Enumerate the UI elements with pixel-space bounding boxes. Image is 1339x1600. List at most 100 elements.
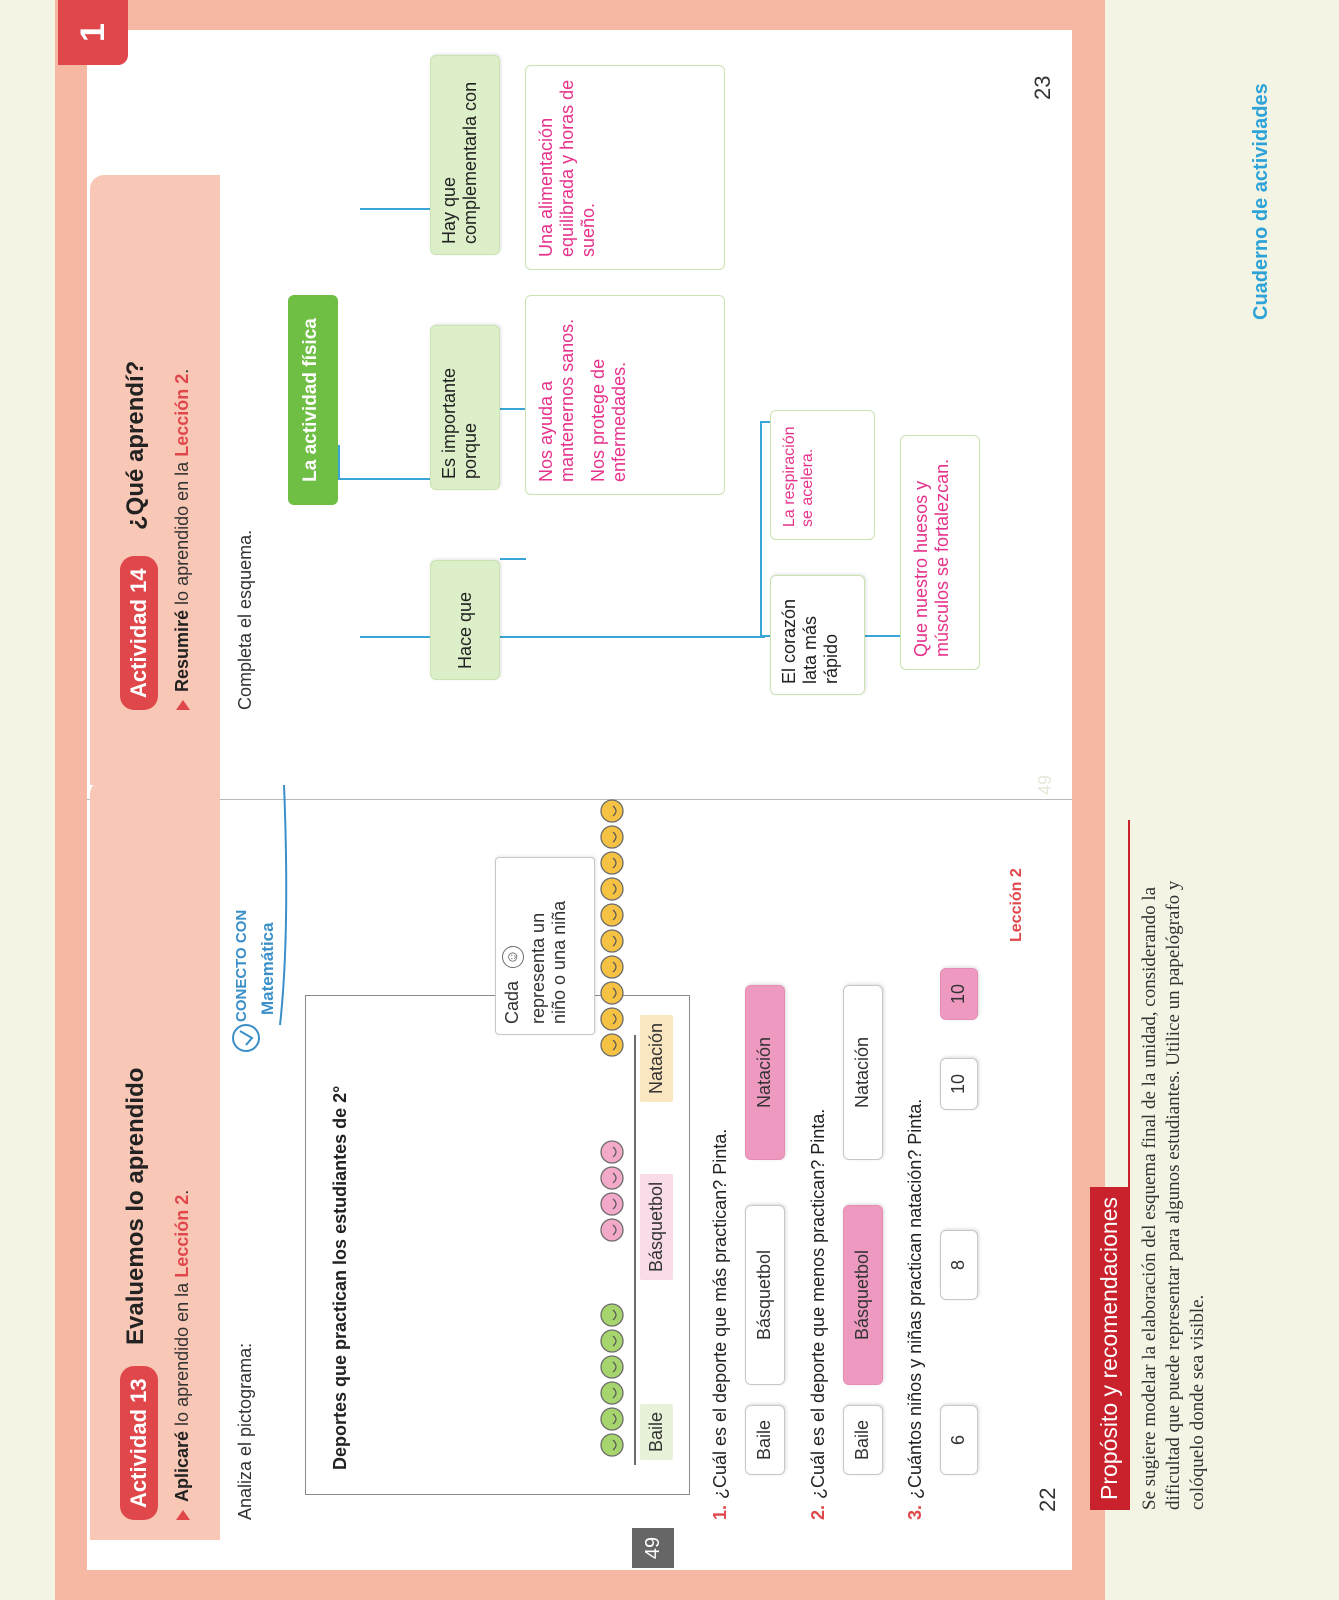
answer-respiracion: La respiración se acelera.: [770, 410, 875, 540]
smile-mark: [612, 1413, 617, 1425]
answer-importante: Nos ayuda a mantenernos sanos. Nos prote…: [525, 295, 725, 495]
pictogram-face-baile: [600, 1433, 624, 1457]
activity-title-right: ¿Qué aprendí?: [122, 360, 149, 530]
pictogram-face-baile: [600, 1381, 624, 1405]
connector: [338, 445, 340, 480]
pictogram-face-básquetbol: [600, 1192, 624, 1216]
answer-option-2-2[interactable]: Básquetbol: [843, 1205, 883, 1385]
category-label-1: Baile: [640, 1403, 673, 1460]
smile-mark: [612, 1439, 617, 1451]
node-hace-que: Hace que: [430, 560, 500, 680]
proposito-rule: [1128, 820, 1130, 1510]
connector: [500, 408, 526, 410]
question-3: 3. ¿Cuántos niños y niñas practican natac…: [905, 1099, 926, 1520]
question-text: ¿Cuántos niños y niñas practican natació…: [905, 1098, 925, 1499]
proposito-text: Se sugiere modelar la elaboración del es…: [1139, 880, 1208, 1510]
triangle-icon: [176, 700, 191, 710]
question-2: 2. ¿Cuál es el deporte que menos practica…: [808, 1109, 829, 1520]
question-text: ¿Cuál es el deporte que menos practican?…: [808, 1108, 828, 1499]
lesson-footer: Lección 2: [1008, 868, 1025, 942]
page-number-right: 23: [1030, 75, 1055, 100]
answer-option-3-3[interactable]: 10: [940, 1058, 978, 1110]
pictogram-face-natación: [600, 877, 624, 901]
answer-option-3-1[interactable]: 6: [940, 1405, 978, 1475]
pictogram-face-baile: [600, 1407, 624, 1431]
smile-mark: [612, 1361, 617, 1373]
answer-option-1-2[interactable]: Básquetbol: [745, 1205, 785, 1385]
smile-mark: [612, 1172, 617, 1184]
answer-option-1-1[interactable]: Baile: [745, 1405, 785, 1475]
smile-mark: [612, 909, 617, 921]
concept-root: La actividad física: [288, 295, 338, 505]
pictogram-face-natación: [600, 903, 624, 927]
answer-option-3-2[interactable]: 8: [940, 1230, 978, 1300]
conecto-swoosh: [232, 784, 288, 1052]
subtitle-period: .: [172, 368, 192, 374]
smile-mark: [612, 805, 617, 817]
question-1: 1. ¿Cuál es el deporte que más practican?…: [710, 1129, 731, 1520]
question-number: 2.: [808, 1504, 828, 1520]
smile-mark: [612, 1146, 617, 1158]
pictogram-face-natación: [600, 1007, 624, 1031]
pictogram-face-natación: [600, 799, 624, 823]
pictogram-faces: [600, 799, 624, 1457]
smile-mark: [612, 883, 617, 895]
answer-importante-1: Nos ayuda a mantenernos sanos.: [536, 318, 577, 482]
answer-huesos: Que nuestro huesos y músculos se fortale…: [900, 435, 980, 670]
smile-mark: [612, 1039, 617, 1051]
pictogram-face-básquetbol: [600, 1218, 624, 1242]
pictogram-face-natación: [600, 981, 624, 1005]
question-number: 1.: [710, 1504, 730, 1520]
smile-mark: [612, 1335, 617, 1347]
pictogram-face-natación: [600, 1033, 624, 1057]
pictogram-face-natación: [600, 955, 624, 979]
activity-subtitle-right: Resumiré lo aprendido en la Lección 2.: [172, 369, 193, 710]
node-es-importante: Es importante porque: [430, 325, 500, 490]
question-number: 3.: [905, 1504, 925, 1520]
pictogram-face-natación: [600, 929, 624, 953]
unit-tab: 1: [58, 0, 128, 65]
question-text: ¿Cuál es el deporte que más practican? P…: [710, 1128, 730, 1499]
cuaderno-link[interactable]: Cuaderno de actividades: [1250, 83, 1272, 320]
answer-option-2-3[interactable]: Natación: [843, 985, 883, 1160]
connector: [338, 478, 430, 480]
category-label-2: Básquetbol: [640, 1173, 673, 1280]
answer-importante-2: Nos protege de enfermedades.: [588, 358, 629, 482]
pictogram-face-natación: [600, 851, 624, 875]
instruction-right: Completa el esquema.: [235, 529, 255, 710]
answer-option-2-1[interactable]: Baile: [843, 1405, 883, 1475]
connector: [760, 422, 762, 638]
answer-option-1-3[interactable]: Natación: [745, 985, 785, 1160]
proposito-title: Propósito y recomendaciones: [1090, 1187, 1129, 1510]
pictogram-face-básquetbol: [600, 1140, 624, 1164]
answer-complementar: Una alimentación equilibrada y horas de …: [525, 65, 725, 270]
pictogram-face-baile: [600, 1355, 624, 1379]
connector: [360, 636, 430, 638]
connector: [360, 208, 430, 210]
pictogram-face-baile: [600, 1303, 624, 1327]
smile-mark: [612, 1198, 617, 1210]
activity-badge-right: Actividad 14: [120, 556, 158, 710]
smile-mark: [612, 961, 617, 973]
smile-mark: [612, 831, 617, 843]
category-label-3: Natación: [640, 1014, 673, 1102]
smile-mark: [612, 987, 617, 999]
subtitle-text-right: lo aprendido en la: [172, 461, 192, 605]
node-hay-que: Hay que complementarla con: [430, 55, 500, 255]
smile-mark: [612, 1224, 617, 1236]
page-number-left: 22: [1035, 1487, 1060, 1512]
subtitle-bold-right: Resumiré: [172, 609, 192, 692]
subtitle-lesson-right: Lección 2: [172, 373, 192, 457]
connector: [490, 636, 765, 638]
smile-mark: [612, 1309, 617, 1321]
answer-option-3-4[interactable]: 10: [940, 968, 978, 1020]
smile-mark: [612, 935, 617, 947]
connector: [500, 558, 526, 560]
pictogram-face-básquetbol: [600, 1166, 624, 1190]
faint-page-number: 49: [1035, 774, 1055, 795]
node-corazon: El corazón lata más rápido: [770, 575, 865, 695]
gray-page-tab: 49: [632, 1528, 674, 1568]
